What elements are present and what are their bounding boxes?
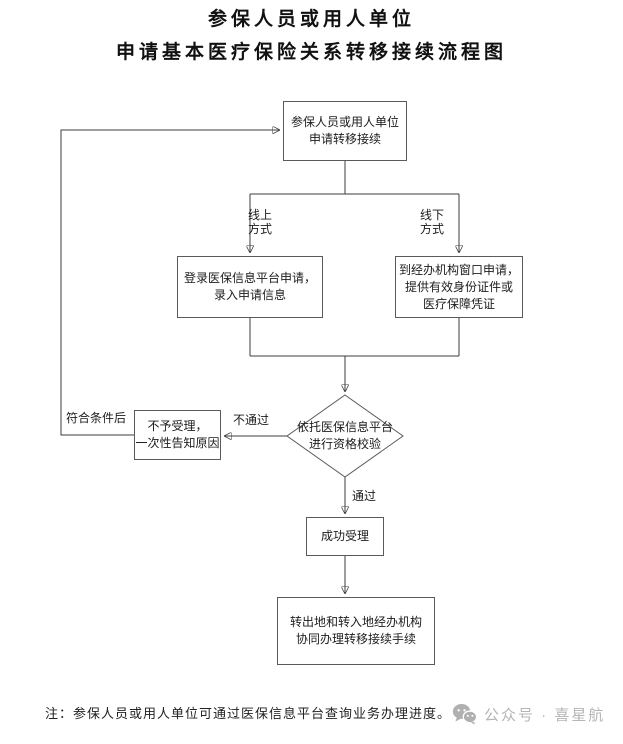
node-start: 参保人员或用人单位 申请转移接续: [283, 101, 407, 161]
label-offline-mode: 线下 方式: [420, 208, 445, 236]
node-online-apply: 登录医保信息平台申请， 录入申请信息: [177, 256, 323, 318]
node-accept: 成功受理: [306, 517, 384, 556]
node-final: 转出地和转入地经办机构 协同办理转移接续手续: [277, 597, 435, 665]
watermark-text: 公众号 · 喜星航: [484, 706, 606, 724]
page-title: 参保人员或用人单位 申请基本医疗保险关系转移接续流程图: [115, 9, 507, 63]
label-fail: 不通过: [233, 413, 270, 427]
label-pass: 通过: [352, 489, 377, 503]
wechat-icon: [452, 704, 477, 725]
footnote: 注：参保人员或用人单位可通过医保信息平台查询业务办理进度。: [45, 706, 452, 721]
label-requalified: 符合条件后: [66, 411, 127, 425]
node-offline-apply: 到经办机构窗口申请， 提供有效身份证件或 医疗保障凭证: [395, 256, 523, 318]
label-online-mode: 线上 方式: [248, 208, 273, 236]
edge-loop-back: [60, 130, 279, 436]
node-reject: 不予受理， 一次性告知原因: [134, 410, 221, 460]
watermark: 公众号 · 喜星航: [452, 703, 605, 725]
node-eligibility-check: 依托医保信息平台 进行资格校验: [296, 420, 393, 451]
